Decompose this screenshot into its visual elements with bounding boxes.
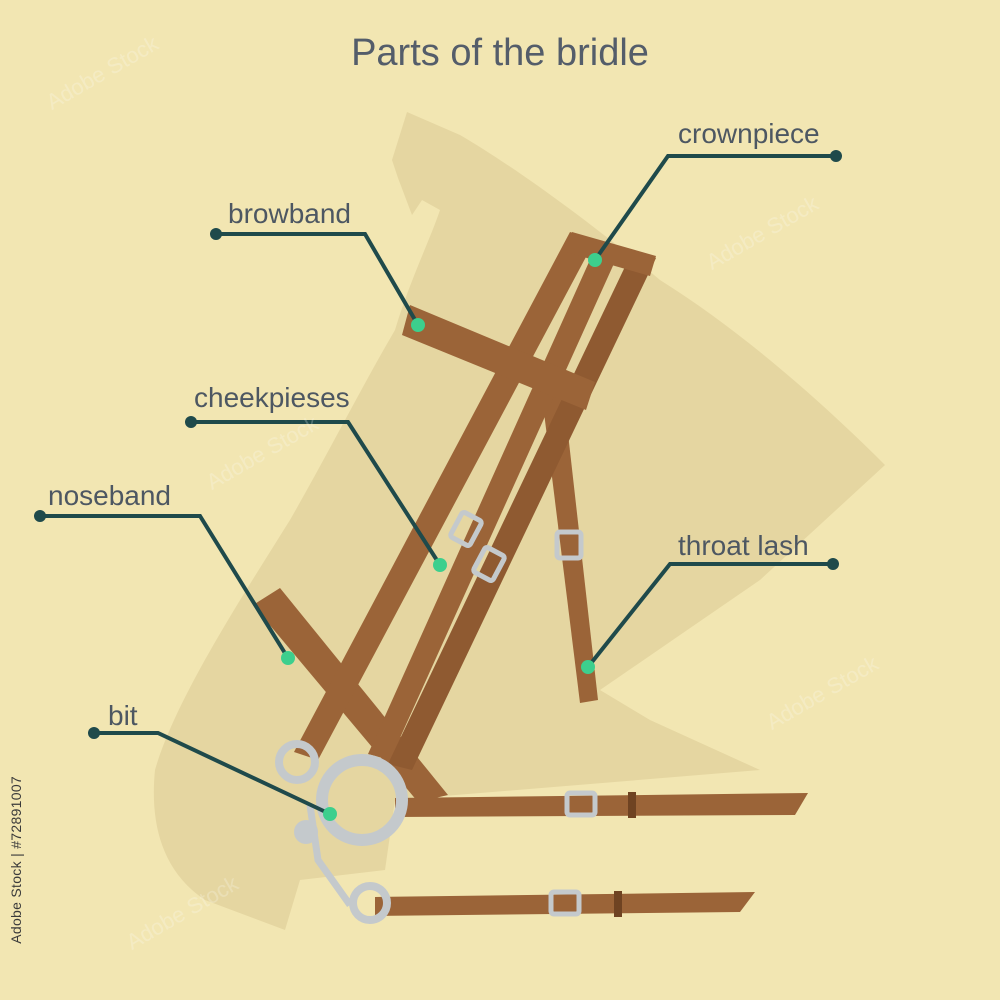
throat-lash-marker <box>581 660 595 674</box>
bit-end-dot <box>88 727 100 739</box>
upper-rein-keeper <box>628 792 636 818</box>
browband-end-dot <box>210 228 222 240</box>
upper-rein-buckle <box>564 790 598 818</box>
cheekpieces-end-dot <box>185 416 197 428</box>
crownpiece-strap <box>566 232 656 276</box>
bit-shank <box>306 804 353 908</box>
label-crownpiece: crownpiece <box>678 118 820 149</box>
browband-strap <box>402 305 595 410</box>
label-browband: browband <box>228 198 351 229</box>
crownpiece-leader <box>593 154 836 262</box>
bit-marker <box>323 807 337 821</box>
browband-marker <box>411 318 425 332</box>
crownpiece-end-dot <box>830 150 842 162</box>
upper-rein <box>395 793 808 817</box>
cheek-buckle-2 <box>471 545 507 583</box>
throat-lash-end-dot <box>827 558 839 570</box>
cheekpieces-marker <box>433 558 447 572</box>
label-bit: bit <box>108 700 138 731</box>
noseband-marker <box>281 651 295 665</box>
cheek-buckle-1 <box>448 510 484 548</box>
label-throat-lash: throat lash <box>678 530 809 561</box>
cheekpieces-leader <box>191 420 442 567</box>
noseband-leader <box>40 514 290 660</box>
bit-upper-ring <box>275 740 319 784</box>
crownpiece-marker <box>588 253 602 267</box>
stock-id-text: Adobe Stock | #72891007 <box>8 776 24 944</box>
bit-lower-ring <box>349 882 391 924</box>
browband-leader <box>216 232 420 327</box>
label-noseband: noseband <box>48 480 172 511</box>
label-cheekpieces: cheekpieses <box>194 382 350 413</box>
page-title: Parts of the bridle <box>351 32 649 74</box>
throat-lash-leader <box>586 562 833 669</box>
lower-rein <box>375 892 755 916</box>
lower-rein-buckle <box>548 889 582 917</box>
throat-buckle <box>554 529 584 561</box>
bit-large-ring <box>316 754 408 846</box>
noseband-end-dot <box>34 510 46 522</box>
bit-leader <box>94 731 331 816</box>
lower-rein-keeper <box>614 891 622 917</box>
